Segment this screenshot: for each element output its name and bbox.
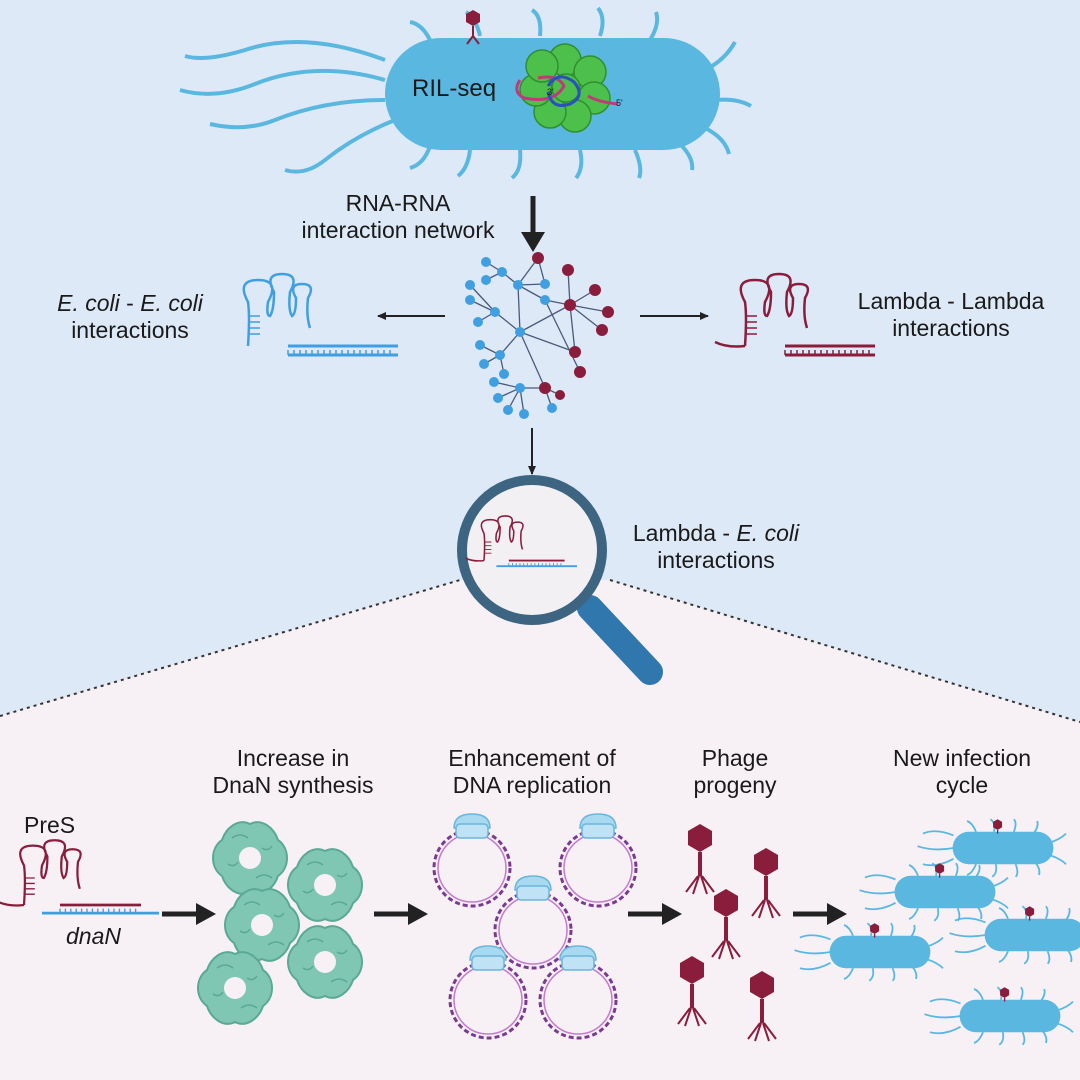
lambda-ecoli-label: Lambda - E. coli interactions xyxy=(612,520,820,574)
ecoli-term-1: E. coli xyxy=(57,290,120,316)
down-arrow-1-head xyxy=(521,232,545,252)
step-1-line1: Increase in xyxy=(236,745,350,771)
lambda-lambda-line2: interactions xyxy=(892,315,1010,341)
lambda-lambda-line1: Lambda - Lambda xyxy=(857,288,1045,314)
step-4-line1: New infection xyxy=(892,745,1032,771)
step-3-line2: progeny xyxy=(693,772,777,798)
step-2-line2: DNA replication xyxy=(452,772,612,798)
step-3-label: Phage progeny xyxy=(670,745,800,799)
ril-seq-label: RIL-seq xyxy=(412,75,497,102)
five-prime-label: 5' xyxy=(616,98,623,108)
step-arrows xyxy=(162,903,847,925)
zoom-line-left xyxy=(0,579,461,717)
network-title-line1: RNA-RNA xyxy=(345,190,451,216)
step-3-line1: Phage xyxy=(701,745,769,771)
ecoli-ecoli-line1: E. coli - E. coli xyxy=(30,290,230,317)
dnan-label: dnaN xyxy=(66,923,121,949)
ecoli-term-3: E. coli xyxy=(736,520,800,546)
lambda-ecoli-line2: interactions xyxy=(657,547,775,573)
ecoli-dash: - xyxy=(119,290,141,316)
step-4-line2: cycle xyxy=(935,772,989,798)
three-prime-label: 3' xyxy=(547,87,554,97)
pres-label: PreS xyxy=(24,812,76,838)
ecoli-term-2: E. coli xyxy=(140,290,203,316)
step-4-label: New infection cycle xyxy=(862,745,1062,799)
lambda-ecoli-line1: Lambda - E. coli xyxy=(612,520,820,547)
ecoli-ecoli-label: E. coli - E. coli interactions xyxy=(30,290,230,344)
zoom-line-right xyxy=(609,579,1080,723)
network-nodes xyxy=(465,252,614,419)
magnifier-icon xyxy=(457,475,663,685)
step-2-line1: Enhancement of xyxy=(448,745,616,771)
lambda-prefix: Lambda - xyxy=(632,520,737,546)
network-title-line2: interaction network xyxy=(301,217,495,243)
bacterium-illustration xyxy=(179,6,752,180)
step-2-label: Enhancement of DNA replication xyxy=(420,745,644,799)
ecoli-ecoli-line2: interactions xyxy=(71,317,189,343)
step-1-line2: DnaN synthesis xyxy=(212,772,374,798)
network-title: RNA-RNA interaction network xyxy=(282,190,514,244)
lambda-lambda-label: Lambda - Lambda interactions xyxy=(846,288,1056,342)
step-1-label: Increase in DnaN synthesis xyxy=(188,745,398,799)
